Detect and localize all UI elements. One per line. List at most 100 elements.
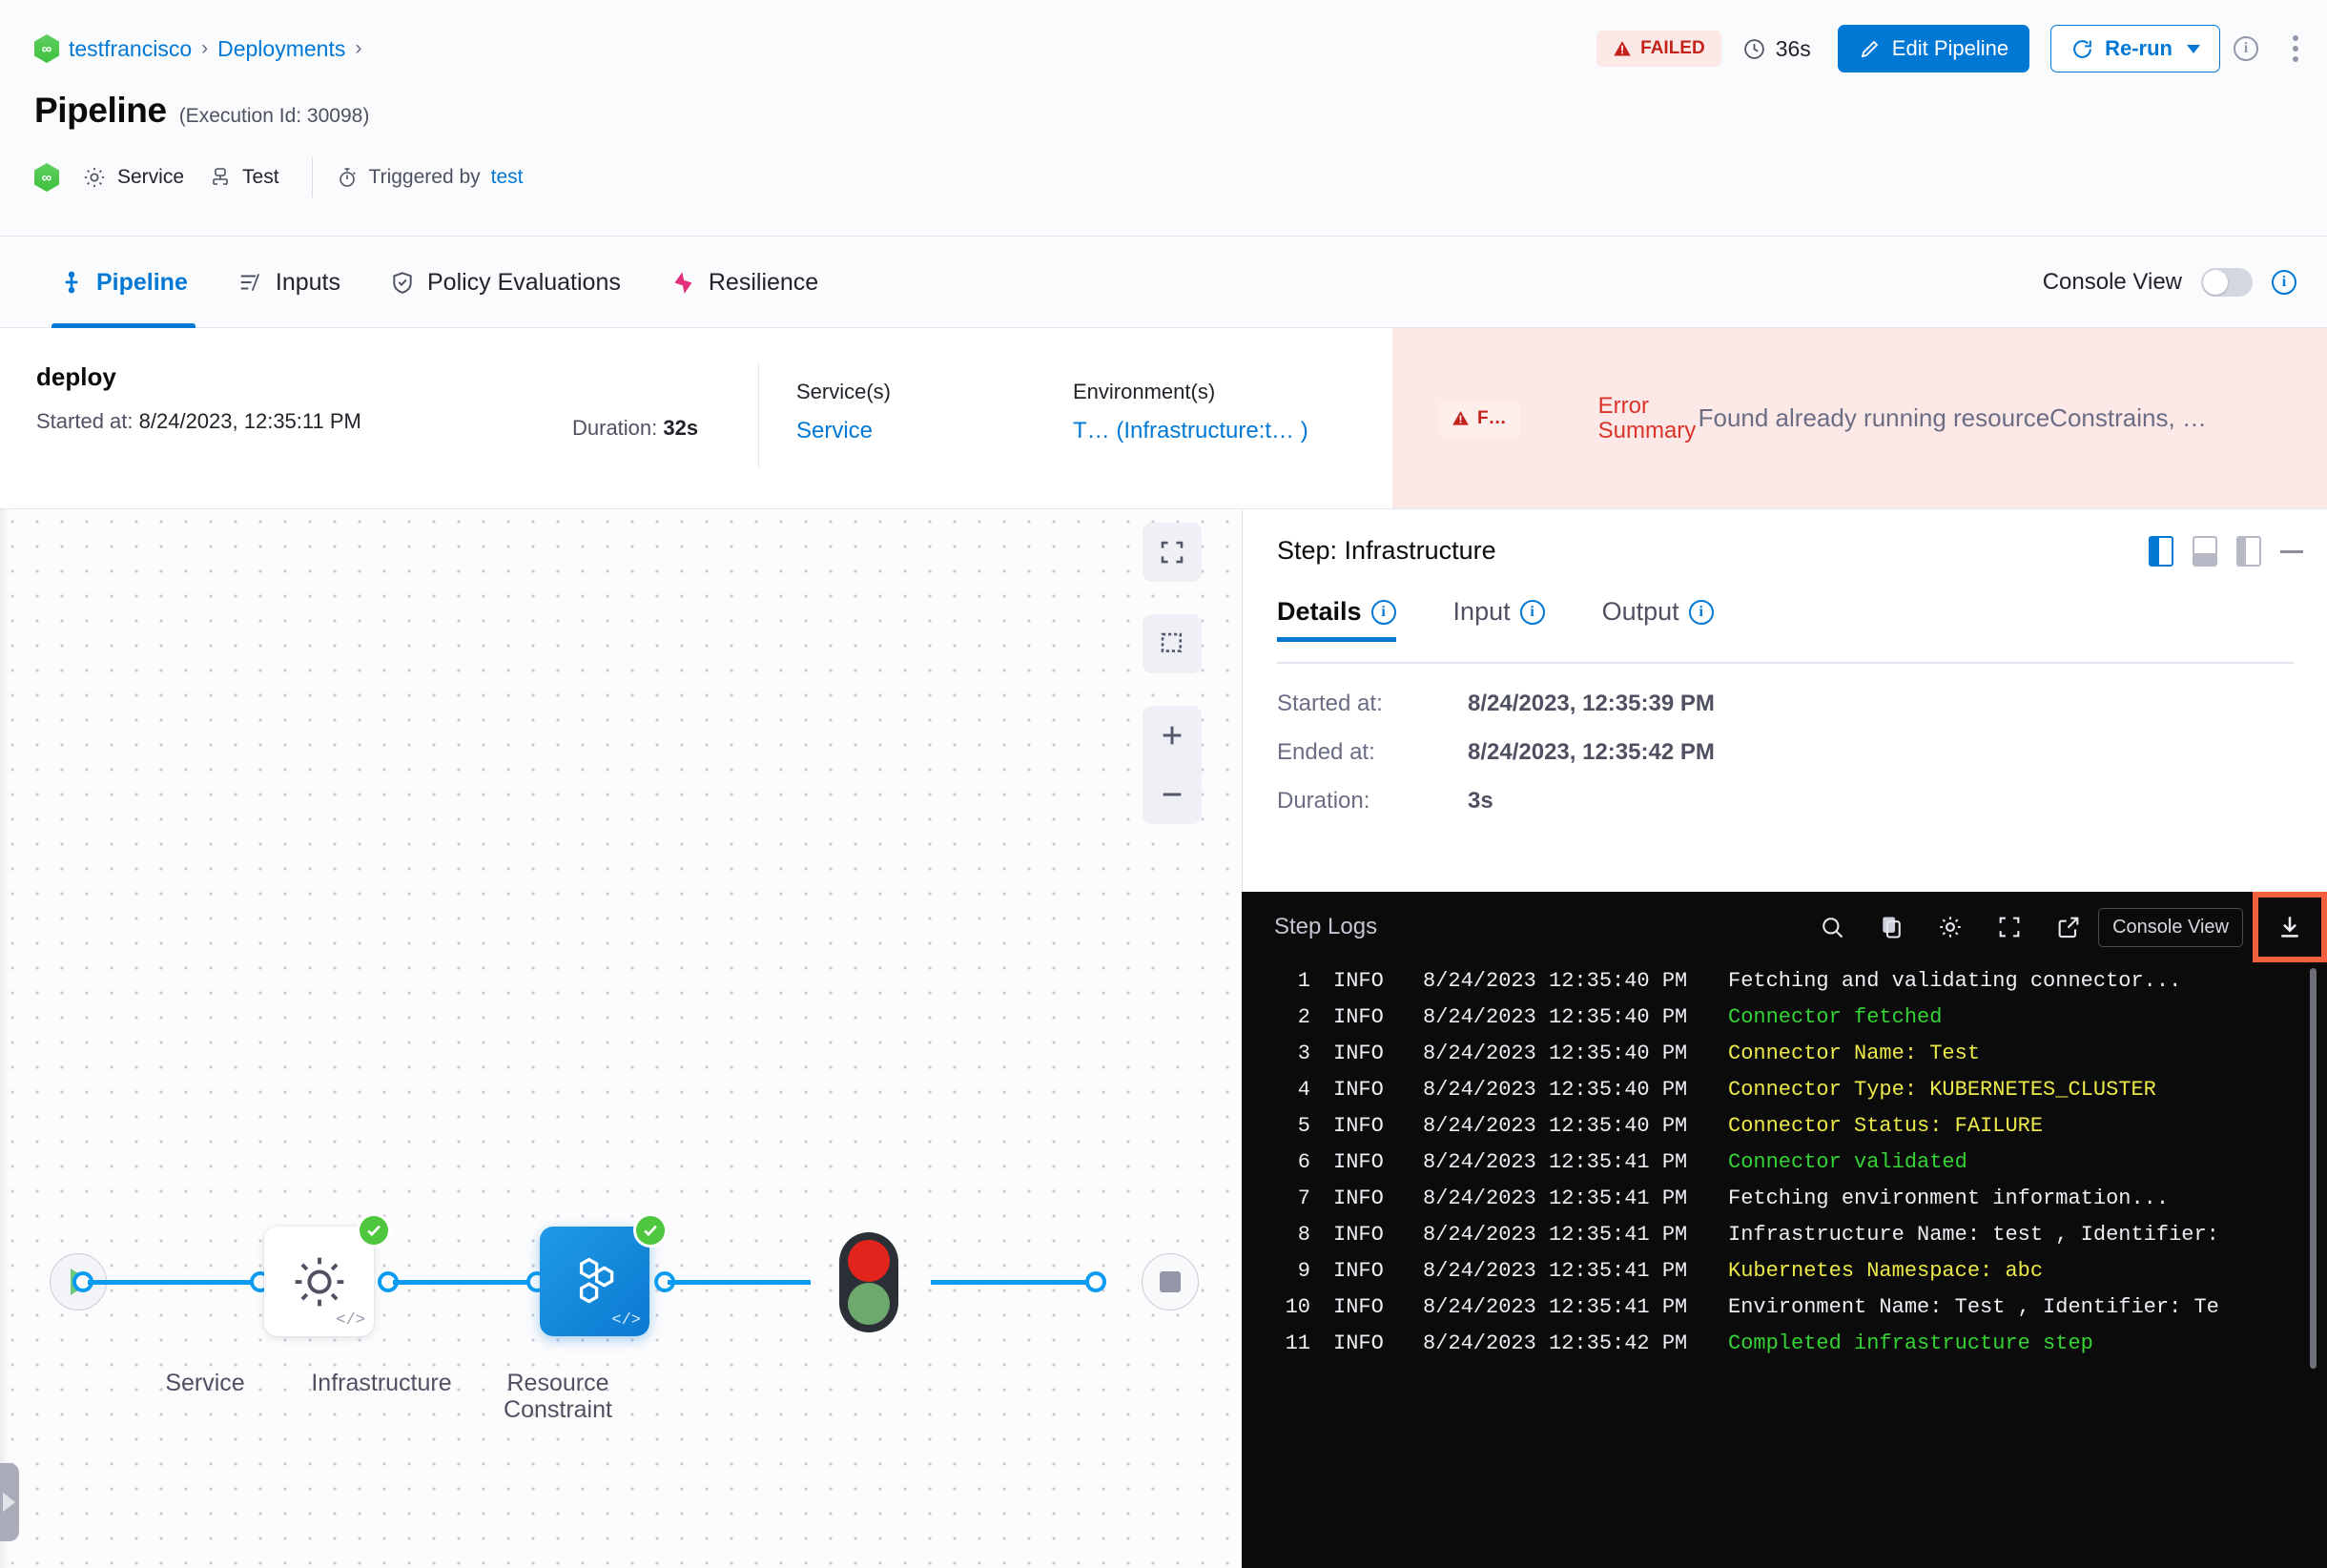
meta-service-label: Service xyxy=(117,166,185,188)
log-settings-button[interactable] xyxy=(1921,892,1980,962)
meta-env-label: Test xyxy=(242,166,279,188)
graph-node-label-service: Service xyxy=(165,1370,245,1396)
node-status-success-infrastructure xyxy=(633,1213,668,1248)
gear-icon xyxy=(295,1257,343,1306)
pipeline-canvas[interactable]: </> Service </> Infrastructure xyxy=(0,509,1242,1568)
log-message: Completed infrastructure step xyxy=(1728,1331,2093,1355)
end-node-port[interactable] xyxy=(1085,1271,1106,1292)
log-line-number: 8 xyxy=(1297,1222,1310,1247)
log-level: INFO xyxy=(1333,1149,1384,1174)
console-view-toggle[interactable] xyxy=(2201,268,2253,297)
error-summary-text: Found already running resourceConstrains… xyxy=(1698,403,2207,432)
log-line-number: 1 xyxy=(1297,968,1310,993)
zoom-in-button[interactable] xyxy=(1143,706,1202,765)
copy-logs-button[interactable] xyxy=(1862,892,1921,962)
stopwatch-icon xyxy=(339,168,356,187)
stage-divider xyxy=(758,362,759,467)
re-run-button[interactable]: Re-run xyxy=(2050,25,2220,72)
edit-pipeline-button[interactable]: Edit Pipeline xyxy=(1837,25,2030,72)
open-external-button[interactable] xyxy=(2039,892,2098,962)
zoom-out-button[interactable] xyxy=(1143,765,1202,824)
log-level: INFO xyxy=(1333,1258,1384,1283)
more-vertical-icon[interactable] xyxy=(2287,30,2304,68)
graph-node-service[interactable]: </> xyxy=(264,1227,374,1336)
execution-duration-value: 36s xyxy=(1775,35,1811,61)
log-line-number: 10 xyxy=(1285,1294,1310,1319)
output-info-icon[interactable]: i xyxy=(1688,599,1714,625)
log-message: Kubernetes Namespace: abc xyxy=(1728,1258,2044,1283)
select-area-button-inner[interactable] xyxy=(1143,614,1202,673)
tab-resilience-label: Resilience xyxy=(708,268,819,296)
external-link-icon xyxy=(2058,917,2079,939)
check-circle-icon xyxy=(644,1225,657,1237)
chevron-down-icon xyxy=(2187,44,2200,53)
harness-logo-icon: ∞ xyxy=(34,34,59,63)
fit-screen-icon xyxy=(1161,541,1184,564)
search-logs-button[interactable] xyxy=(1802,892,1862,962)
error-summary-label: Error Summary xyxy=(1597,394,1699,444)
console-view-info-icon[interactable]: i xyxy=(2272,270,2296,295)
stop-icon xyxy=(1160,1271,1181,1292)
expand-icon xyxy=(1999,917,2020,938)
meta-trigger-user[interactable]: test xyxy=(490,166,524,188)
re-run-label: Re-run xyxy=(2105,36,2173,60)
stage-started: Started at: 8/24/2023, 12:35:11 PM xyxy=(36,409,361,434)
log-message: Connector Type: KUBERNETES_CLUSTER xyxy=(1728,1077,2156,1102)
logs-console-view-button[interactable]: Console View xyxy=(2098,907,2243,947)
input-info-icon[interactable]: i xyxy=(1519,599,1545,625)
title-row: Pipeline (Execution Id: 30098) xyxy=(34,91,369,131)
traffic-light-red xyxy=(848,1239,890,1282)
panel-right-icon[interactable] xyxy=(2236,536,2261,567)
breadcrumb-item-deployments[interactable]: Deployments xyxy=(217,35,346,61)
tab-input[interactable]: Input i xyxy=(1453,597,1574,642)
download-logs-button[interactable] xyxy=(2253,892,2327,962)
stage-environments-value[interactable]: T… (Infrastructure:t… ) xyxy=(1073,418,1308,444)
stage-services-value[interactable]: Service xyxy=(796,418,874,444)
panel-bottom-icon[interactable] xyxy=(2193,536,2217,567)
rerun-info-icon[interactable]: i xyxy=(2234,36,2258,61)
tab-details-label: Details xyxy=(1277,597,1362,626)
panel-left-icon[interactable] xyxy=(2149,536,2173,567)
console-view-label: Console View xyxy=(2042,269,2182,295)
logs-scrollbar[interactable] xyxy=(2310,968,2317,1369)
tab-resilience[interactable]: Resilience xyxy=(646,237,843,328)
select-area-button[interactable] xyxy=(1143,614,1202,673)
error-summary-label-line2: Summary xyxy=(1597,417,1697,444)
step-detail-row: Duration: 3s xyxy=(1277,788,1715,815)
log-level: INFO xyxy=(1333,1294,1384,1319)
tab-input-label: Input xyxy=(1452,597,1511,626)
edge-start-service xyxy=(88,1280,261,1285)
stage-environments: Environment(s) T… (Infrastructure:t… ) xyxy=(1073,380,1308,444)
graph-node-infrastructure[interactable]: </> xyxy=(540,1227,649,1336)
tab-output[interactable]: Output i xyxy=(1602,597,1742,642)
tab-details[interactable]: Details i xyxy=(1277,597,1425,642)
breadcrumb-item-org[interactable]: testfrancisco xyxy=(69,35,193,61)
graph-node-resource-constraint[interactable] xyxy=(839,1232,898,1332)
tab-pipeline[interactable]: Pipeline xyxy=(34,237,213,328)
tab-policy-evaluations[interactable]: Policy Evaluations xyxy=(365,237,646,328)
stage-started-label: Started at: xyxy=(36,409,134,433)
resilience-icon xyxy=(674,271,692,294)
fullscreen-logs-button[interactable] xyxy=(1980,892,2039,962)
log-level: INFO xyxy=(1333,968,1384,993)
fit-to-screen-button-inner[interactable] xyxy=(1143,523,1202,582)
fit-to-screen-button[interactable] xyxy=(1143,523,1202,582)
plus-icon xyxy=(1163,726,1182,745)
details-info-icon[interactable]: i xyxy=(1370,599,1396,625)
left-drawer-handle[interactable] xyxy=(0,1463,19,1541)
minimize-icon[interactable] xyxy=(2280,549,2303,553)
tab-inputs[interactable]: Inputs xyxy=(213,237,365,328)
